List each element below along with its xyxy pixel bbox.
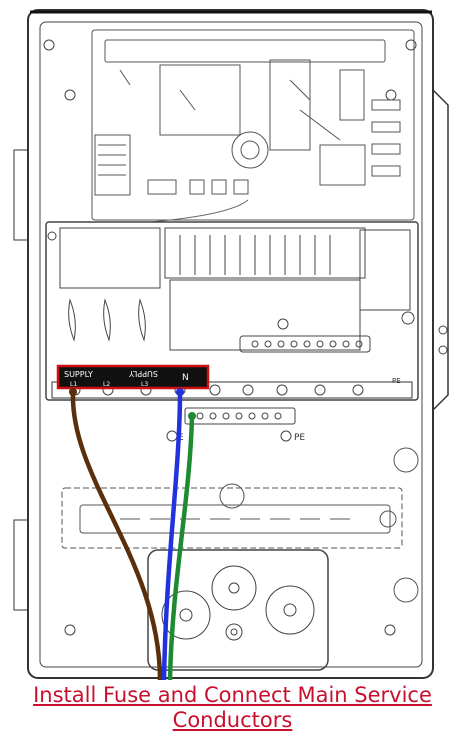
caption-line-2: Conductors: [172, 708, 293, 732]
left-hinge-top: [13, 149, 29, 241]
left-hinge-bottom: [13, 519, 29, 611]
door-latch: [432, 89, 449, 411]
blue-terminal-dot: [176, 388, 184, 396]
earth-bar: [166, 407, 296, 442]
earth-label: E: [178, 433, 184, 443]
gland-plate: [64, 549, 396, 671]
supply-label-right: SUPPLY: [129, 369, 158, 378]
brown-terminal-dot: [69, 388, 77, 396]
brown-conductor: [70, 391, 163, 680]
earth-symbol-icon: [166, 430, 178, 442]
caption-line-1: Install Fuse and Connect Main Service: [33, 683, 432, 707]
instruction-caption-link[interactable]: Install Fuse and Connect Main Service Co…: [0, 683, 465, 733]
pe-side-label: PE: [392, 377, 401, 385]
enclosure-outer: [27, 9, 434, 679]
green-conductor: [167, 415, 195, 680]
l2-label: L2: [103, 381, 110, 388]
l1-label: L1: [70, 381, 77, 388]
green-terminal-dot: [188, 412, 196, 420]
l3-label: L3: [141, 381, 148, 388]
enclosure-inner: [39, 21, 423, 668]
supply-terminal-label: SUPPLY SUPPLY L1 L2 L3 N: [56, 364, 210, 390]
neutral-label: N: [182, 373, 189, 383]
blue-conductor: [161, 391, 183, 680]
control-board: [91, 29, 415, 223]
din-rail: [61, 447, 419, 603]
phase-rotation-icon: [401, 311, 415, 325]
supply-label-left: SUPPLY: [64, 370, 93, 379]
installation-diagram: SUPPLY SUPPLY L1 L2 L3 N E PE PE: [13, 9, 449, 680]
pe-label: PE: [294, 433, 305, 443]
knockout-icon: [393, 577, 419, 603]
